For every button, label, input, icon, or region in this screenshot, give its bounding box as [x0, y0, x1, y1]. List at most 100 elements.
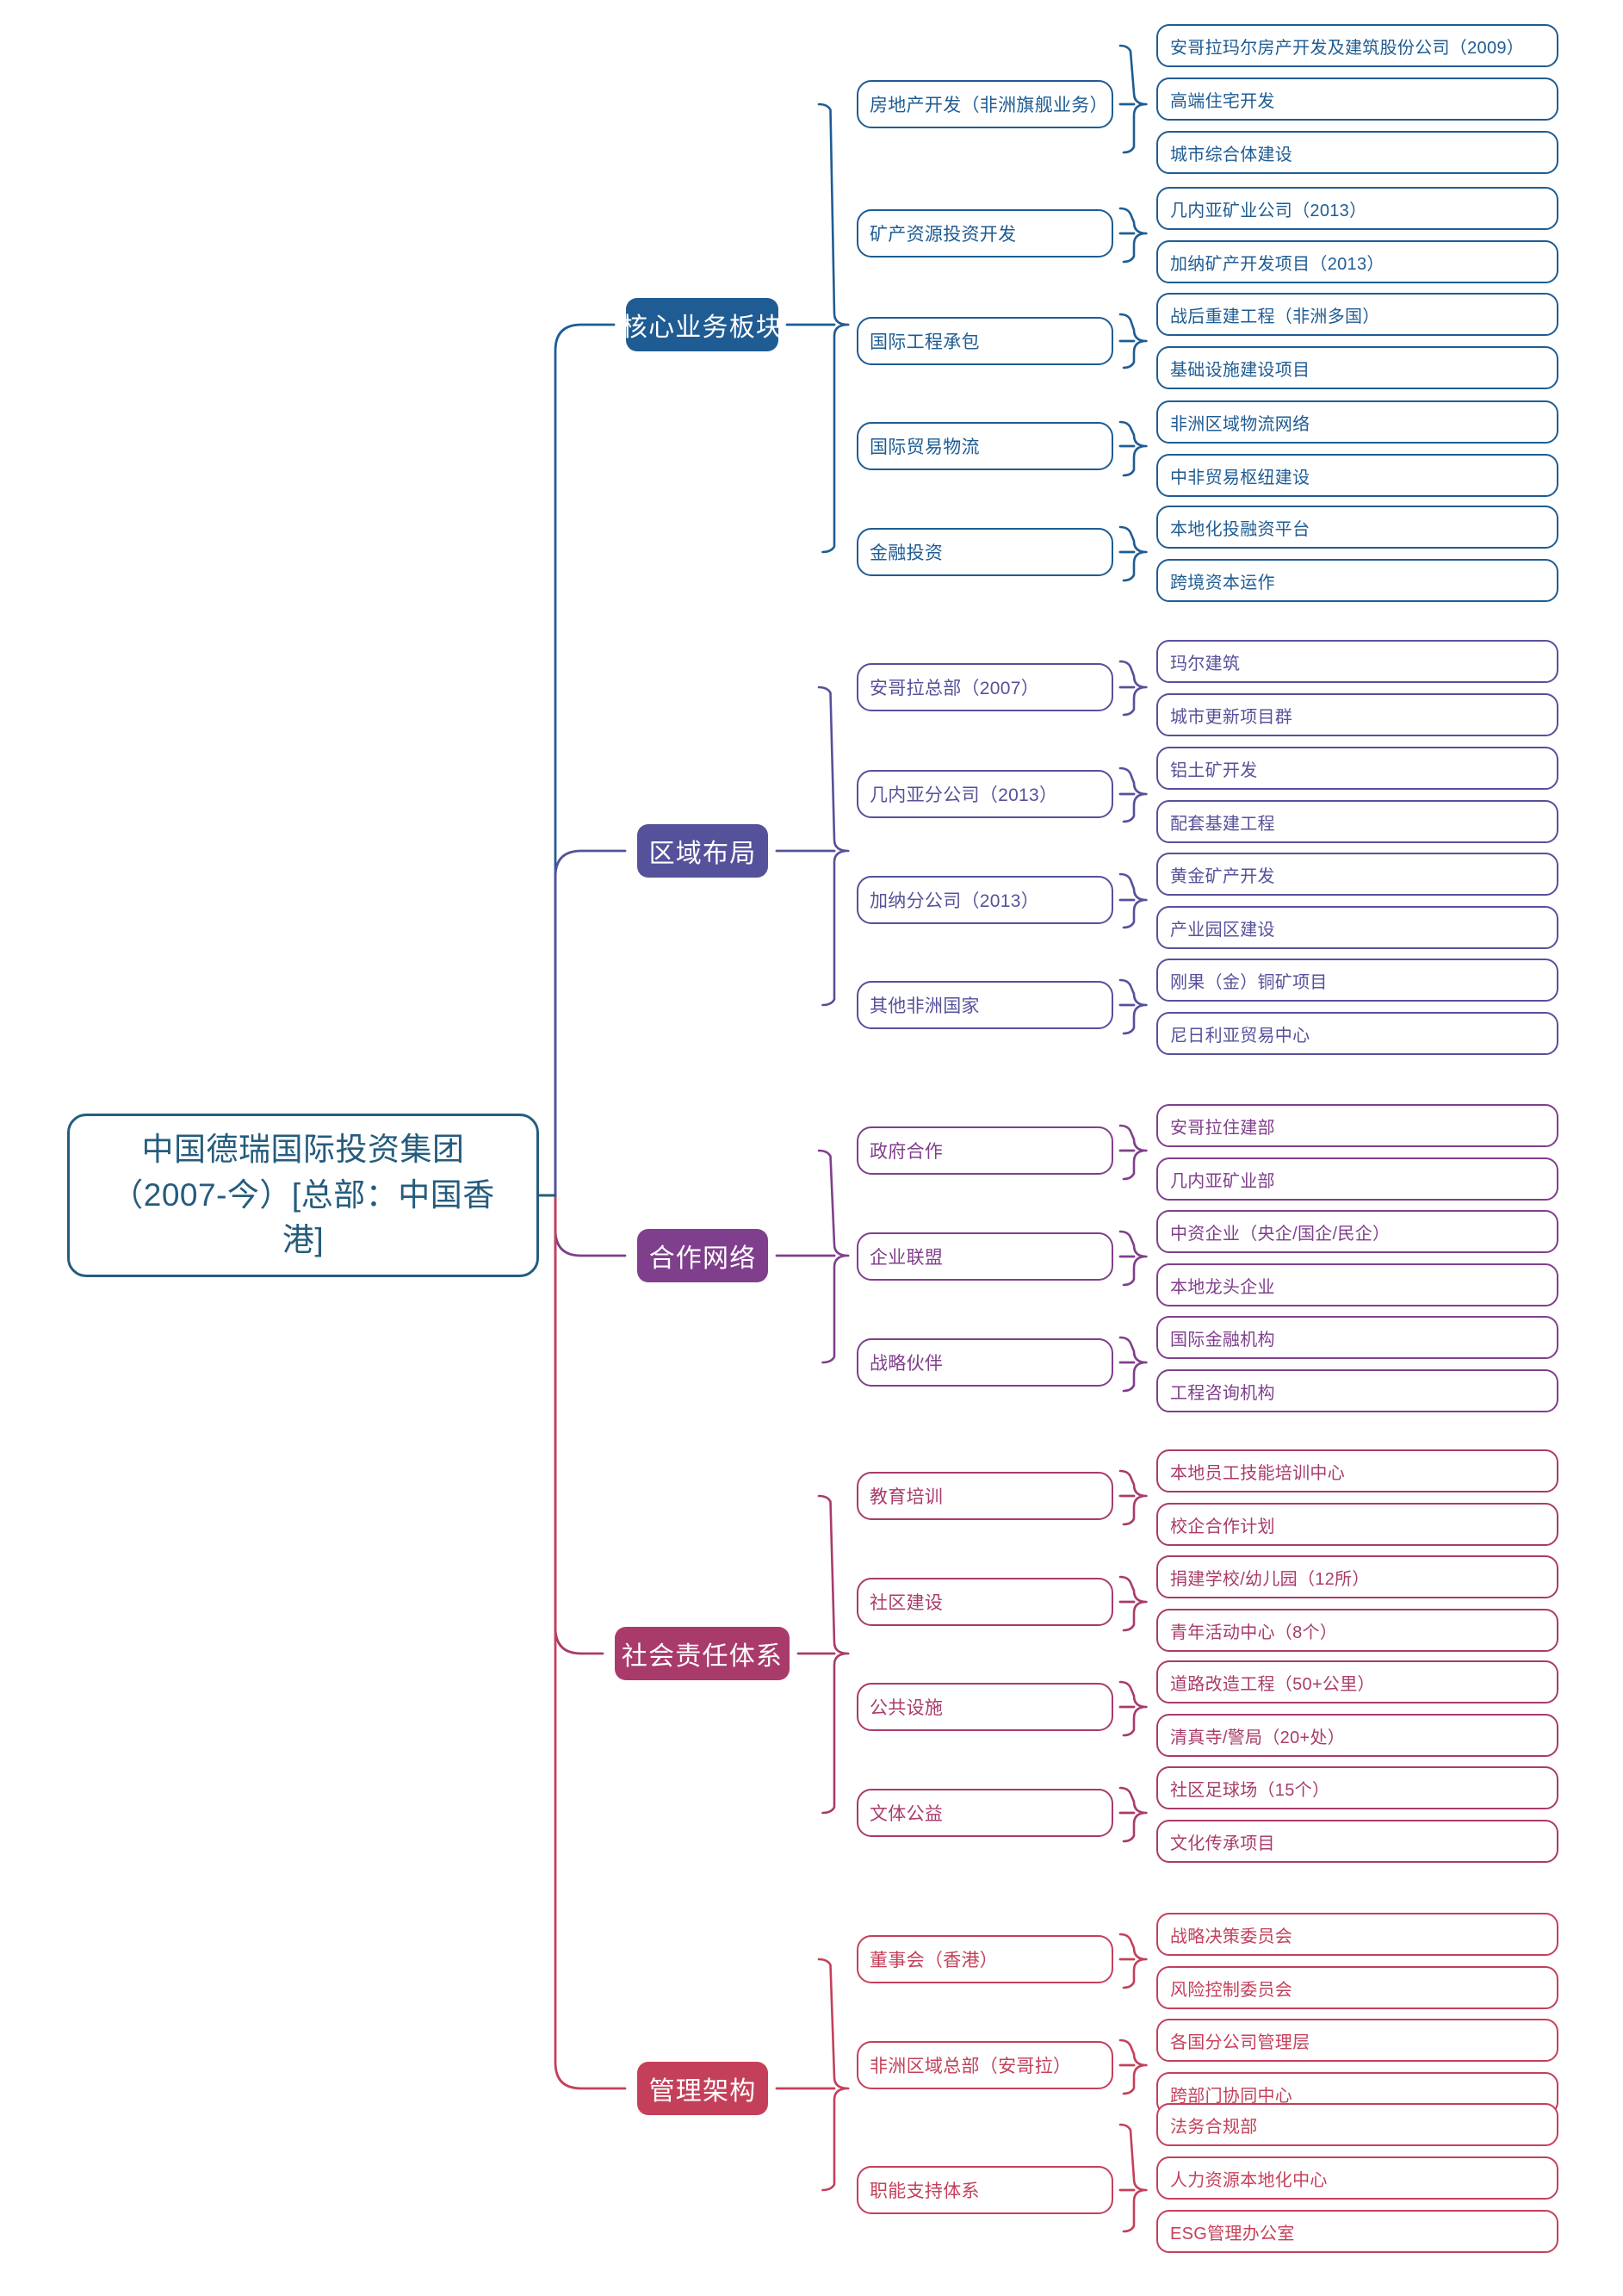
branch-badge-label: 区域布局: [648, 840, 757, 868]
sub-node-label: 安哥拉总部（2007）: [870, 679, 1040, 698]
leaf-node-social-responsibility-3-1[interactable]: 文化传承项目: [1156, 1820, 1558, 1863]
leaf-node-regional-layout-1-1[interactable]: 配套基建工程: [1156, 800, 1558, 843]
sub-node-core-business-4[interactable]: 金融投资: [857, 528, 1113, 576]
leaf-node-management-structure-0-1[interactable]: 风险控制委员会: [1156, 1966, 1558, 2009]
sub-node-label: 文体公益: [870, 1804, 944, 1824]
sub-node-social-responsibility-2[interactable]: 公共设施: [857, 1683, 1113, 1731]
leaf-node-label: 尼日利亚贸易中心: [1170, 1026, 1310, 1046]
sub-node-management-structure-1[interactable]: 非洲区域总部（安哥拉）: [857, 2041, 1113, 2089]
leaf-node-social-responsibility-0-0[interactable]: 本地员工技能培训中心: [1156, 1449, 1558, 1492]
leaf-node-label: 中非贸易枢纽建设: [1170, 468, 1310, 487]
leaf-node-core-business-1-1[interactable]: 加纳矿产开发项目（2013）: [1156, 240, 1558, 283]
leaf-node-social-responsibility-1-0[interactable]: 捐建学校/幼儿园（12所）: [1156, 1555, 1558, 1598]
leaf-node-label: 跨部门协同中心: [1170, 2086, 1293, 2106]
leaf-node-regional-layout-1-0[interactable]: 铝土矿开发: [1156, 747, 1558, 790]
leaf-node-label: 工程咨询机构: [1170, 1383, 1275, 1403]
leaf-node-social-responsibility-3-0[interactable]: 社区足球场（15个）: [1156, 1766, 1558, 1809]
leaf-node-social-responsibility-2-1[interactable]: 清真寺/警局（20+处）: [1156, 1714, 1558, 1757]
sub-node-label: 国际贸易物流: [870, 437, 980, 457]
leaf-node-cooperation-network-2-1[interactable]: 工程咨询机构: [1156, 1369, 1558, 1412]
sub-node-label: 公共设施: [870, 1698, 944, 1718]
branch-badge-cooperation-network[interactable]: 合作网络: [637, 1229, 768, 1282]
sub-node-regional-layout-2[interactable]: 加纳分公司（2013）: [857, 876, 1113, 924]
leaf-node-management-structure-2-2[interactable]: ESG管理办公室: [1156, 2210, 1558, 2253]
leaf-node-core-business-2-1[interactable]: 基础设施建设项目: [1156, 346, 1558, 389]
leaf-node-label: 几内亚矿业公司（2013）: [1170, 201, 1367, 220]
leaf-node-label: 基础设施建设项目: [1170, 360, 1310, 380]
leaf-node-label: 本地化投融资平台: [1170, 519, 1310, 539]
leaf-node-regional-layout-2-0[interactable]: 黄金矿产开发: [1156, 853, 1558, 896]
leaf-node-regional-layout-3-0[interactable]: 刚果（金）铜矿项目: [1156, 959, 1558, 1002]
leaf-node-management-structure-1-0[interactable]: 各国分公司管理层: [1156, 2019, 1558, 2062]
sub-node-label: 非洲区域总部（安哥拉）: [870, 2057, 1072, 2076]
sub-node-management-structure-2[interactable]: 职能支持体系: [857, 2166, 1113, 2214]
branch-badge-management-structure[interactable]: 管理架构: [637, 2062, 768, 2115]
leaf-node-core-business-2-0[interactable]: 战后重建工程（非洲多国）: [1156, 293, 1558, 336]
sub-node-label: 矿产资源投资开发: [870, 225, 1017, 245]
leaf-node-cooperation-network-0-0[interactable]: 安哥拉住建部: [1156, 1104, 1558, 1147]
sub-node-label: 几内亚分公司（2013）: [870, 785, 1058, 805]
leaf-node-regional-layout-3-1[interactable]: 尼日利亚贸易中心: [1156, 1012, 1558, 1055]
sub-node-social-responsibility-1[interactable]: 社区建设: [857, 1578, 1113, 1626]
leaf-node-label: 安哥拉住建部: [1170, 1118, 1275, 1138]
sub-node-cooperation-network-1[interactable]: 企业联盟: [857, 1232, 1113, 1281]
leaf-node-label: 捐建学校/幼儿园（12所）: [1170, 1569, 1370, 1589]
sub-node-social-responsibility-0[interactable]: 教育培训: [857, 1472, 1113, 1520]
sub-node-label: 其他非洲国家: [870, 996, 980, 1016]
leaf-node-management-structure-2-1[interactable]: 人力资源本地化中心: [1156, 2156, 1558, 2200]
leaf-node-cooperation-network-1-0[interactable]: 中资企业（央企/国企/民企）: [1156, 1210, 1558, 1253]
leaf-node-regional-layout-0-1[interactable]: 城市更新项目群: [1156, 693, 1558, 736]
leaf-node-label: 城市综合体建设: [1170, 145, 1293, 164]
leaf-node-social-responsibility-2-0[interactable]: 道路改造工程（50+公里）: [1156, 1660, 1558, 1703]
sub-node-management-structure-0[interactable]: 董事会（香港）: [857, 1935, 1113, 1983]
leaf-node-label: 国际金融机构: [1170, 1330, 1275, 1350]
sub-node-label: 教育培训: [870, 1487, 944, 1507]
sub-node-core-business-3[interactable]: 国际贸易物流: [857, 422, 1113, 470]
leaf-node-core-business-4-1[interactable]: 跨境资本运作: [1156, 559, 1558, 602]
leaf-node-social-responsibility-0-1[interactable]: 校企合作计划: [1156, 1503, 1558, 1546]
leaf-node-label: 黄金矿产开发: [1170, 866, 1275, 886]
leaf-node-core-business-4-0[interactable]: 本地化投融资平台: [1156, 506, 1558, 549]
leaf-node-management-structure-2-0[interactable]: 法务合规部: [1156, 2103, 1558, 2146]
sub-node-cooperation-network-2[interactable]: 战略伙伴: [857, 1338, 1113, 1387]
leaf-node-label: 文化传承项目: [1170, 1834, 1275, 1853]
branch-badge-core-business[interactable]: 核心业务板块: [622, 298, 782, 351]
leaf-node-core-business-0-1[interactable]: 高端住宅开发: [1156, 78, 1558, 121]
sub-node-core-business-1[interactable]: 矿产资源投资开发: [857, 209, 1113, 258]
branch-badge-label: 社会责任体系: [621, 1642, 784, 1671]
leaf-node-core-business-0-0[interactable]: 安哥拉玛尔房产开发及建筑股份公司（2009）: [1156, 24, 1558, 67]
sub-node-core-business-0[interactable]: 房地产开发（非洲旗舰业务）: [857, 80, 1113, 128]
leaf-node-cooperation-network-2-0[interactable]: 国际金融机构: [1156, 1316, 1558, 1359]
leaf-node-label: 加纳矿产开发项目（2013）: [1170, 254, 1385, 274]
leaf-node-regional-layout-2-1[interactable]: 产业园区建设: [1156, 906, 1558, 949]
leaf-node-label: 高端住宅开发: [1170, 91, 1275, 111]
root-node[interactable]: 中国德瑞国际投资集团（2007-今）[总部：中国香港]: [67, 1114, 539, 1277]
leaf-node-core-business-1-0[interactable]: 几内亚矿业公司（2013）: [1156, 187, 1558, 230]
branch-badge-label: 核心业务板块: [621, 313, 784, 342]
sub-node-label: 董事会（香港）: [870, 1951, 999, 1970]
leaf-node-social-responsibility-1-1[interactable]: 青年活动中心（8个）: [1156, 1609, 1558, 1652]
leaf-node-regional-layout-0-0[interactable]: 玛尔建筑: [1156, 640, 1558, 683]
leaf-node-label: 玛尔建筑: [1170, 654, 1241, 673]
sub-node-label: 金融投资: [870, 543, 944, 563]
branch-badge-label: 管理架构: [648, 2077, 757, 2106]
sub-node-cooperation-network-0[interactable]: 政府合作: [857, 1126, 1113, 1175]
leaf-node-core-business-3-1[interactable]: 中非贸易枢纽建设: [1156, 454, 1558, 497]
branch-badge-social-responsibility[interactable]: 社会责任体系: [615, 1627, 790, 1680]
leaf-node-cooperation-network-0-1[interactable]: 几内亚矿业部: [1156, 1157, 1558, 1201]
leaf-node-management-structure-0-0[interactable]: 战略决策委员会: [1156, 1913, 1558, 1956]
sub-node-regional-layout-1[interactable]: 几内亚分公司（2013）: [857, 770, 1113, 818]
leaf-node-core-business-0-2[interactable]: 城市综合体建设: [1156, 131, 1558, 174]
sub-node-regional-layout-3[interactable]: 其他非洲国家: [857, 981, 1113, 1029]
branch-badge-regional-layout[interactable]: 区域布局: [637, 824, 768, 878]
leaf-node-label: 安哥拉玛尔房产开发及建筑股份公司（2009）: [1170, 38, 1525, 58]
leaf-node-cooperation-network-1-1[interactable]: 本地龙头企业: [1156, 1263, 1558, 1306]
sub-node-regional-layout-0[interactable]: 安哥拉总部（2007）: [857, 663, 1113, 711]
leaf-node-core-business-3-0[interactable]: 非洲区域物流网络: [1156, 400, 1558, 444]
leaf-node-label: 产业园区建设: [1170, 920, 1275, 940]
leaf-node-label: 几内亚矿业部: [1170, 1171, 1275, 1191]
sub-node-social-responsibility-3[interactable]: 文体公益: [857, 1789, 1113, 1837]
leaf-node-label: 本地龙头企业: [1170, 1277, 1275, 1297]
sub-node-core-business-2[interactable]: 国际工程承包: [857, 317, 1113, 365]
